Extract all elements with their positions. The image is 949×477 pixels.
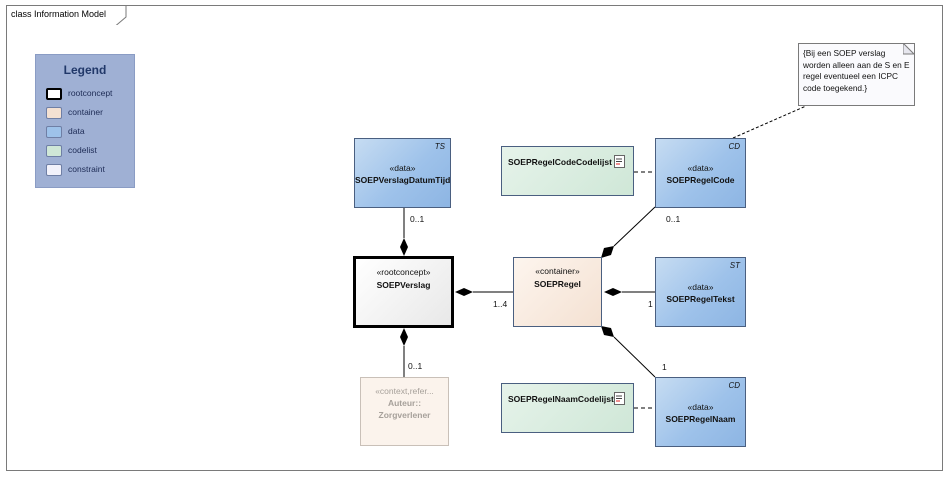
composition-diamond-regel-naam [601, 326, 614, 337]
class-name: SOEPRegelCode [666, 175, 735, 185]
composition-diamond-datum-tijd [400, 238, 408, 256]
connector-regel-naam [613, 336, 656, 378]
constraint-note[interactable]: {Bij een SOEP verslag worden alleen aan … [798, 43, 915, 106]
class-name-line2: Zorgverlener [378, 410, 431, 420]
class-soep-verslag-datum-tijd[interactable]: TS «data» SOEPVerslagDatumTijd [354, 138, 451, 208]
type-tag: CD [728, 381, 740, 390]
type-tag: ST [729, 261, 740, 270]
diagram-frame [6, 5, 943, 471]
legend-item-container: container [46, 107, 132, 121]
multiplicity-auteur: 0..1 [408, 361, 423, 371]
note-link [732, 105, 807, 139]
stereotype: «context,refer... [375, 386, 434, 396]
class-soep-regel-naam-codelijst[interactable]: SOEPRegelNaamCodelijst [501, 383, 634, 433]
class-name: SOEPRegelCodeCodelijst [508, 157, 612, 167]
stereotype: «data» [389, 163, 416, 173]
legend-label: codelist [68, 145, 97, 155]
legend-swatch-constraint [46, 164, 62, 176]
multiplicity-regel: 1..4 [493, 299, 508, 309]
stereotype: «data» [687, 163, 714, 173]
class-soep-regel-code[interactable]: CD «data» SOEPRegelCode [655, 138, 746, 208]
composition-diamond-auteur [400, 328, 408, 346]
class-soep-regel-tekst[interactable]: ST «data» SOEPRegelTekst [655, 257, 746, 327]
legend-label: constraint [68, 164, 105, 174]
stereotype: «data» [687, 402, 714, 412]
legend-item-rootconcept: rootconcept [46, 88, 132, 102]
multiplicity-regel-tekst: 1 [648, 299, 653, 309]
composition-diamond-regel [455, 288, 473, 296]
stereotype: «container» [535, 266, 580, 276]
class-soep-regel-naam[interactable]: CD «data» SOEPRegelNaam [655, 377, 746, 447]
diagram-title: class Information Model [11, 9, 107, 19]
note-fold-icon [903, 43, 915, 55]
connector-regel-code [613, 206, 656, 247]
legend-swatch-codelist [46, 145, 62, 157]
legend-panel: Legend rootconcept container data codeli… [35, 54, 135, 188]
class-soep-regel[interactable]: «container» SOEPRegel [513, 257, 602, 327]
codelist-icon [614, 392, 625, 405]
composition-diamond-regel-tekst [604, 288, 622, 296]
class-soep-regel-code-codelijst[interactable]: SOEPRegelCodeCodelijst [501, 146, 634, 196]
stereotype: «data» [687, 282, 714, 292]
legend-title: Legend [63, 63, 107, 77]
class-name: SOEPRegelTekst [666, 294, 735, 304]
type-tag: TS [434, 142, 445, 151]
codelist-icon [614, 155, 625, 168]
class-soep-verslag[interactable]: «rootconcept» SOEPVerslag [353, 256, 454, 328]
class-name: SOEPRegelNaam [665, 414, 736, 424]
stereotype: «rootconcept» [376, 267, 431, 277]
class-name: SOEPRegelNaamCodelijst [508, 394, 614, 404]
class-name-line1: Auteur:: [387, 398, 422, 408]
frame-tab [6, 5, 127, 25]
legend-swatch-data [46, 126, 62, 138]
multiplicity-regel-code: 0..1 [666, 214, 681, 224]
legend-label: container [68, 107, 103, 117]
legend-label: data [68, 126, 85, 136]
legend-swatch-container [46, 107, 62, 119]
legend-item-constraint: constraint [46, 164, 132, 178]
class-name: SOEPVerslag [376, 280, 431, 290]
legend-swatch-rootconcept [46, 88, 62, 100]
type-tag: CD [728, 142, 740, 151]
note-text: {Bij een SOEP verslag worden alleen aan … [803, 48, 910, 93]
legend-item-codelist: codelist [46, 145, 132, 159]
class-name: SOEPVerslagDatumTijd [355, 175, 451, 185]
composition-diamond-regel-code [601, 246, 614, 258]
multiplicity-regel-naam: 1 [662, 362, 667, 372]
legend-label: rootconcept [68, 88, 113, 98]
class-name: SOEPRegel [534, 279, 581, 289]
class-auteur-zorgverlener[interactable]: «context,refer... Auteur:: Zorgverlener [360, 377, 449, 446]
legend-item-data: data [46, 126, 132, 140]
multiplicity-datum-tijd: 0..1 [410, 214, 425, 224]
